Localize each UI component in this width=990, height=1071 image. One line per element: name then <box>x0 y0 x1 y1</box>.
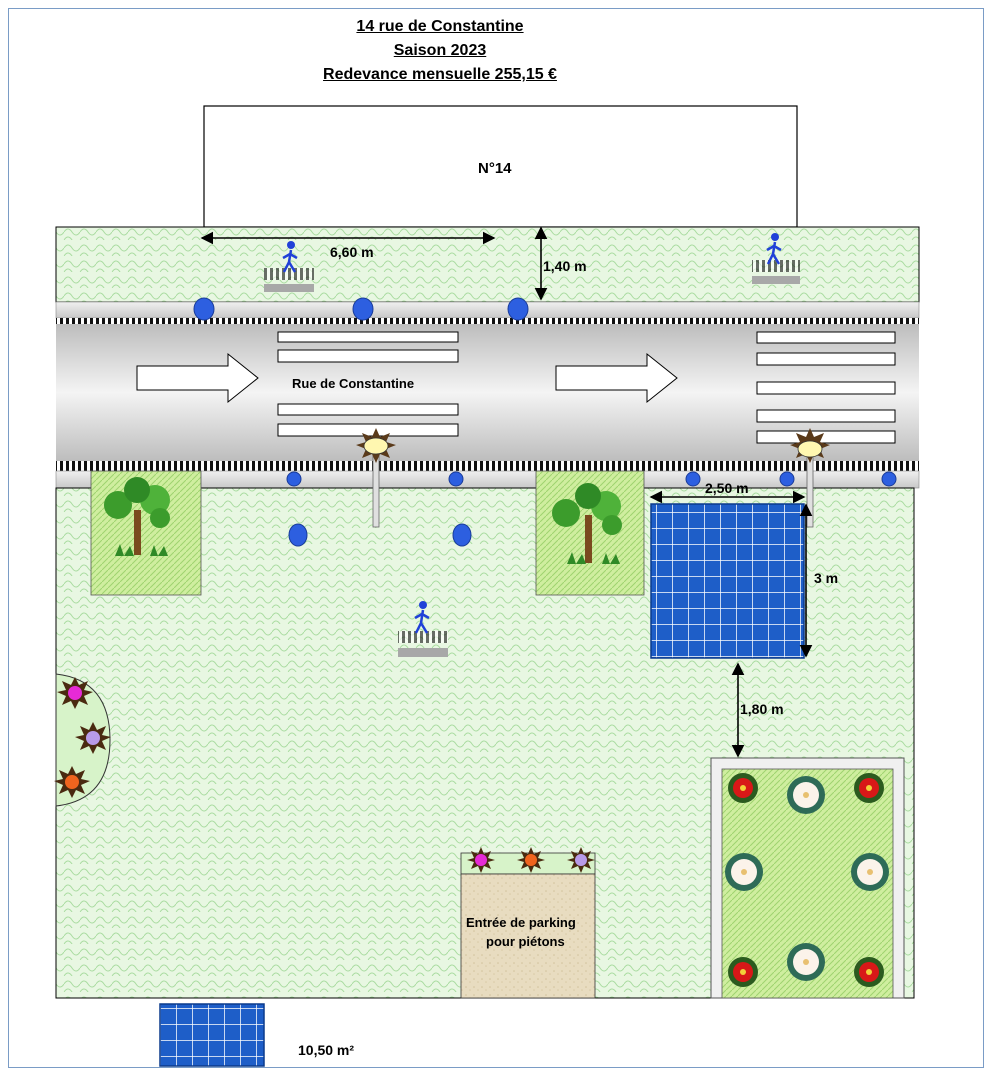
crosswalk-left <box>277 331 459 437</box>
tree-planter-left <box>90 470 202 596</box>
season-title: Saison 2023 <box>393 42 487 59</box>
legend-area-label: 10,50 m² <box>298 1042 355 1058</box>
bollard-ground-2 <box>452 523 472 547</box>
direction-arrow-right <box>555 352 678 404</box>
building-outline <box>203 105 798 228</box>
flower-garden-right <box>710 757 905 999</box>
legend-terrace-swatch <box>159 1003 265 1067</box>
bollard-top-2 <box>352 297 374 321</box>
dim-label-terrace-depth: 3 m <box>814 570 839 586</box>
building-label: N°14 <box>478 160 512 177</box>
bollard-curb-1 <box>286 471 302 487</box>
bollard-curb-3 <box>685 471 701 487</box>
bollard-curb-5 <box>881 471 897 487</box>
dim-label-sidewalk: 1,40 m <box>543 258 587 274</box>
page-frame <box>8 8 984 1068</box>
bollard-curb-4 <box>779 471 795 487</box>
street-lamp-1 <box>356 428 396 528</box>
dim-label-terrace-width: 2,50 m <box>705 480 749 496</box>
top-curb <box>55 301 920 319</box>
direction-arrow-left <box>136 352 259 404</box>
tree-planter-right <box>535 470 645 596</box>
bollard-ground-1 <box>288 523 308 547</box>
bollard-top-3 <box>507 297 529 321</box>
crosswalk-right <box>756 331 896 444</box>
top-rail <box>56 318 919 324</box>
street-name: Rue de Constantine <box>292 376 415 391</box>
pedestrian-icon-2 <box>752 233 800 284</box>
parking-label-line1: Entrée de parking <box>466 915 576 930</box>
parking-entrance <box>460 847 596 999</box>
dim-label-length: 6,60 m <box>330 244 374 260</box>
flower-bed-left <box>54 673 111 807</box>
bollard-curb-2 <box>448 471 464 487</box>
bottom-rail <box>56 461 919 471</box>
terrace-area <box>650 503 805 659</box>
parking-label-line2: pour piétons <box>486 934 565 949</box>
street-lamp-2 <box>790 428 830 528</box>
fee-title: Redevance mensuelle 255,15 € <box>323 66 557 83</box>
pedestrian-icon-3 <box>398 601 448 657</box>
address-title: 14 rue de Constantine <box>356 18 524 35</box>
dim-label-gap: 1,80 m <box>740 701 784 717</box>
bollard-top-1 <box>193 297 215 321</box>
